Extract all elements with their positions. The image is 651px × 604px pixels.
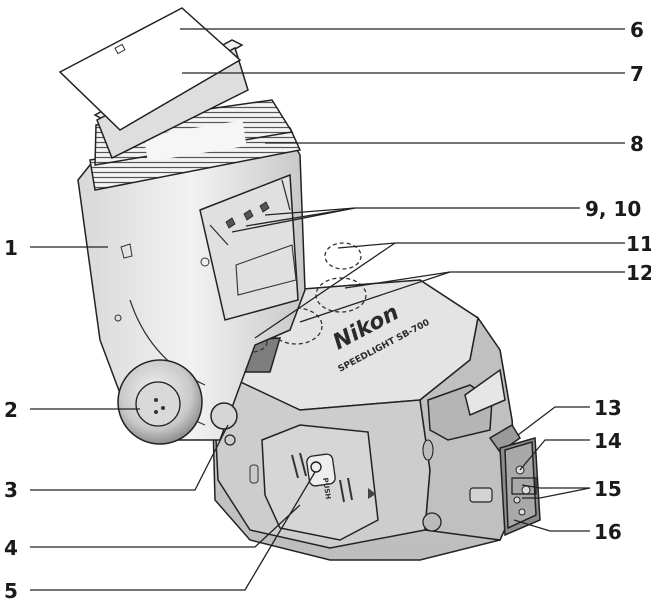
callout-labels: 1 2 3 4 5 6 7 8 9, 10 11 12 13 14 15 16 <box>4 18 651 603</box>
sensor-window <box>324 242 362 270</box>
callout-label-14: 14 <box>594 429 622 453</box>
callout-label-11: 11 <box>626 232 651 256</box>
tilt-angle-icon <box>120 243 133 259</box>
callout-label-5: 5 <box>4 579 18 603</box>
flash-head <box>58 7 306 445</box>
unlock-icon <box>310 461 322 473</box>
sensor-window <box>269 307 323 345</box>
callout-label-8: 8 <box>630 132 644 156</box>
callout-label-1: 1 <box>4 236 18 260</box>
callout-label-4: 4 <box>4 536 18 560</box>
callout-label-13: 13 <box>594 396 622 420</box>
callout-label-12: 12 <box>626 261 651 285</box>
callout-label-9-10: 9, 10 <box>585 197 641 221</box>
callout-label-2: 2 <box>4 398 18 422</box>
mounting-foot-lock-lever[interactable] <box>488 423 522 454</box>
callout-label-15: 15 <box>594 477 622 501</box>
callout-label-6: 6 <box>630 18 644 42</box>
hot-shoe-contacts <box>511 477 537 495</box>
bounce-lock-release-button[interactable] <box>210 402 238 430</box>
callout-label-16: 16 <box>594 520 622 544</box>
sensor-window <box>315 277 367 313</box>
callout-label-7: 7 <box>630 62 644 86</box>
contact-slots <box>225 201 270 229</box>
built-in-bounce-card[interactable] <box>58 7 242 131</box>
battery-cover-latch[interactable] <box>306 453 336 487</box>
callout-label-3: 3 <box>4 478 18 502</box>
callout-leaders <box>30 28 625 591</box>
push-label: PUSH <box>321 477 332 500</box>
release-icon <box>224 434 236 446</box>
